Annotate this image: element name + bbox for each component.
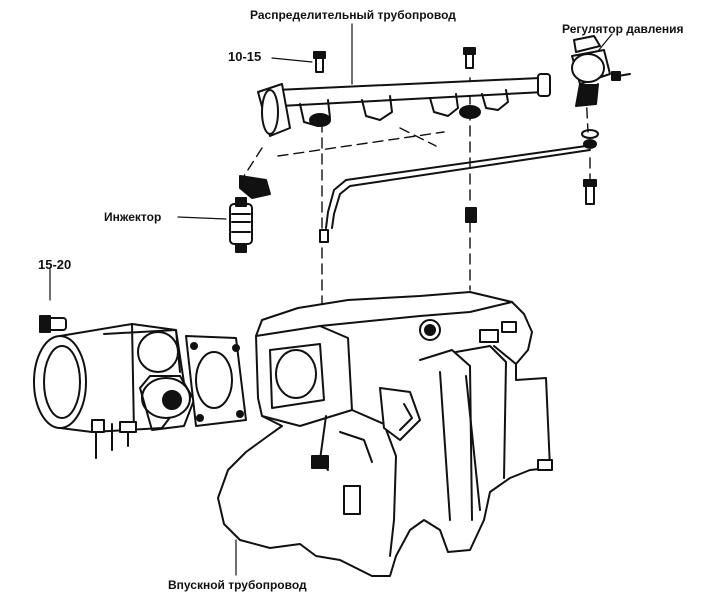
- fuel-return-pipe: [325, 145, 591, 229]
- throttle-bolt: [39, 315, 67, 333]
- leader-lines: [49, 23, 613, 576]
- intake-manifold: [217, 291, 553, 577]
- rail-bolts: [313, 47, 476, 73]
- label-intake-manifold: Впускной трубопровод: [168, 578, 307, 592]
- label-pressure-regulator: Регулятор давления: [562, 22, 684, 36]
- label-injector: Инжектор: [104, 210, 162, 224]
- throttle-gasket: [185, 335, 247, 427]
- fuel-rail: [257, 73, 551, 137]
- injector-parts: [229, 175, 477, 253]
- label-torque-throttle-bolt: 15-20: [38, 257, 72, 272]
- label-fuel-rail: Распределительный трубопровод: [250, 8, 456, 22]
- assembly-lines: [243, 77, 591, 311]
- label-torque-rail-bolt: 10-15: [228, 49, 262, 64]
- pressure-regulator: [571, 35, 631, 205]
- throttle-body: [33, 323, 195, 459]
